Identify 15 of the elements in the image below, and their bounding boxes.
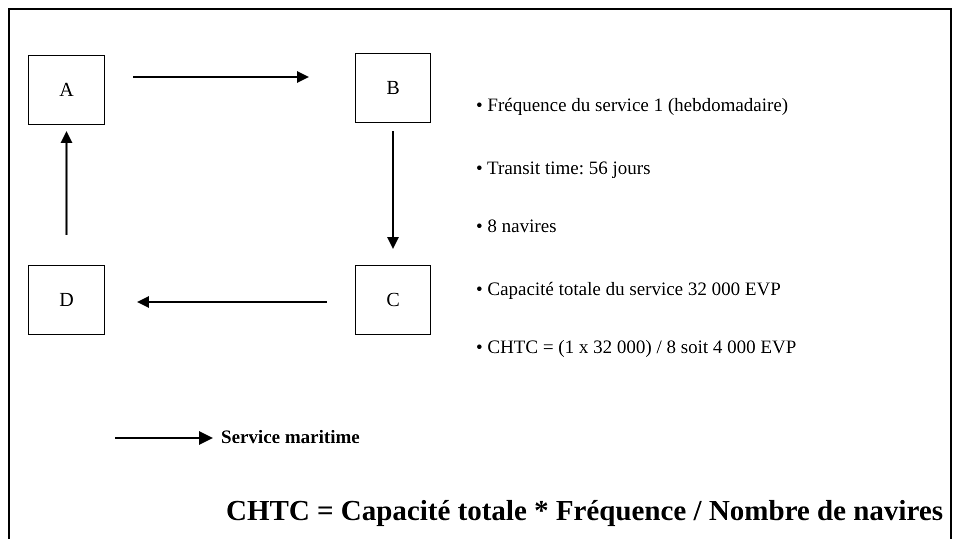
arrow — [133, 71, 309, 83]
arrow — [137, 296, 327, 308]
formula-caption: CHTC = Capacité totale * Fréquence / Nombre de navires — [226, 494, 943, 529]
arrow — [387, 131, 399, 249]
node-box: A — [28, 55, 105, 125]
node-box: B — [355, 53, 431, 123]
note-text: • Fréquence du service 1 (hebdomadaire) — [476, 94, 788, 118]
node-box: C — [355, 265, 431, 335]
note-text: • 8 navires — [476, 215, 557, 239]
note-text: • Transit time: 56 jours — [476, 157, 651, 181]
legend-text: Service maritime — [221, 426, 360, 450]
arrow — [60, 131, 72, 235]
node-box: D — [28, 265, 105, 335]
note-text: • CHTC = (1 x 32 000) / 8 soit 4 000 EVP — [476, 336, 796, 360]
note-text: • Capacité totale du service 32 000 EVP — [476, 278, 781, 302]
